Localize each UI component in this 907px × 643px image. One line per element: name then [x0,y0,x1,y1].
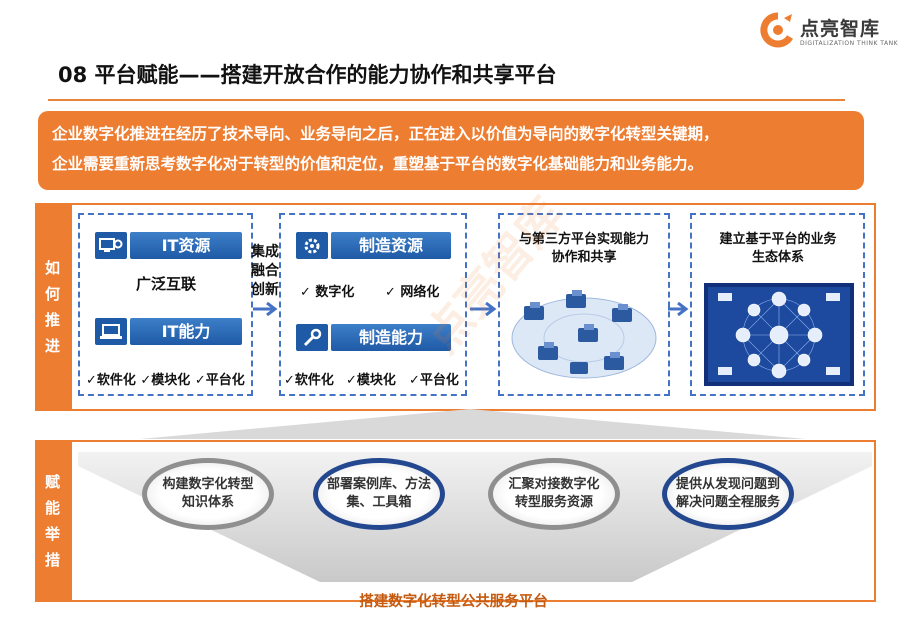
brand-name: 点亮智库 [800,18,881,40]
stage2-feature-1: ✓软件化 [284,373,334,388]
intro-line-1: 企业数字化推进在经历了技术导向、业务导向之后，正在进入以价值为导向的数字化转型关… [52,125,719,143]
enable-side-char: 措 [44,551,60,569]
brand-subtitle: DIGITALIZATION THINK TANK [800,40,899,47]
measure-oval-2: 部署案例库、方法集、工具箱 [313,458,445,530]
measure-line: 集、工具箱 [346,495,412,510]
measure-oval-1: 构建数字化转型知识体系 [142,458,274,530]
brand-logo: 点亮智库 DIGITALIZATION THINK TANK [760,10,900,54]
arrow-right-icon [668,302,689,316]
how-side-char: 推 [44,311,60,329]
stage4-title-line: 建立基于平台的业务 [719,232,837,247]
intro-banner: 企业数字化推进在经历了技术导向、业务导向之后，正在进入以价值为导向的数字化转型关… [38,111,864,190]
how-side-char: 进 [44,337,60,355]
stage3-title: 与第三方平台实现能力 协作和共享 [500,231,668,267]
mfg-capability-label: 制造能力 [331,324,451,351]
stage3-title-line: 协作和共享 [551,250,617,265]
enable-side-char: 赋 [44,473,60,491]
arrow-right-icon [253,302,278,316]
connect-label: 广泛互联 [136,275,197,293]
it-capability-label: IT能力 [130,318,242,345]
wrench-icon [296,324,328,351]
how-side-char: 何 [44,285,60,303]
stage1-features: ✓软件化 ✓模块化 ✓平台化 [86,373,245,388]
bridge-line: 融合 [251,263,279,279]
how-side-char: 如 [44,259,60,277]
stage2-feature-2: ✓模块化 [346,373,396,388]
measure-line: 部署案例库、方法 [326,477,431,492]
measure-line: 汇聚对接数字化 [508,477,600,492]
bridge-line: 创新 [251,282,279,298]
gear-computer-icon [95,232,127,259]
stage4-title-line: 生态体系 [751,250,804,265]
page-title: 08 平台赋能——搭建开放合作的能力协作和共享平台 [58,63,557,87]
measure-line: 转型服务资源 [514,495,593,510]
enable-side-char: 能 [44,499,60,517]
measure-line: 解决问题全程服务 [675,495,780,510]
it-resource-label: IT资源 [130,232,242,259]
measure-line: 知识体系 [181,495,234,510]
bridge-text: 集成 融合 创新 [248,243,282,300]
mfg-resource-label: 制造资源 [331,232,451,259]
stage4-title: 建立基于平台的业务 生态体系 [694,231,862,267]
arrow-right-icon [470,302,497,316]
brand-logo-icon [760,12,794,48]
check-network: ✓ 网络化 [385,285,440,300]
gear-icon [296,232,328,259]
laptop-icon [95,318,127,345]
platform-label: 搭建数字化转型公共服务平台 [359,594,548,610]
platform-network-illustration [511,290,657,379]
measure-line: 提供从发现问题到 [675,477,780,492]
enable-side-label: 赋 能 举 措 [35,440,70,602]
enable-side-char: 举 [44,525,60,543]
stage3-title-line: 与第三方平台实现能力 [518,232,649,247]
measure-oval-3: 汇聚对接数字化转型服务资源 [488,458,620,530]
how-side-label: 如 何 推 进 [35,203,70,411]
bridge-line: 集成 [251,244,279,260]
stage2-feature-3: ✓平台化 [409,373,459,388]
intro-line-2: 企业需要重新思考数字化对于转型的价值和定位，重塑基于平台的数字化基础能力和业务能… [52,155,704,173]
triangle-connector [140,409,806,439]
ecosystem-illustration [704,283,854,386]
title-divider [48,99,845,101]
measure-line: 构建数字化转型 [162,477,254,492]
measure-oval-4: 提供从发现问题到解决问题全程服务 [662,458,794,530]
check-digital: ✓ 数字化 [300,285,355,300]
